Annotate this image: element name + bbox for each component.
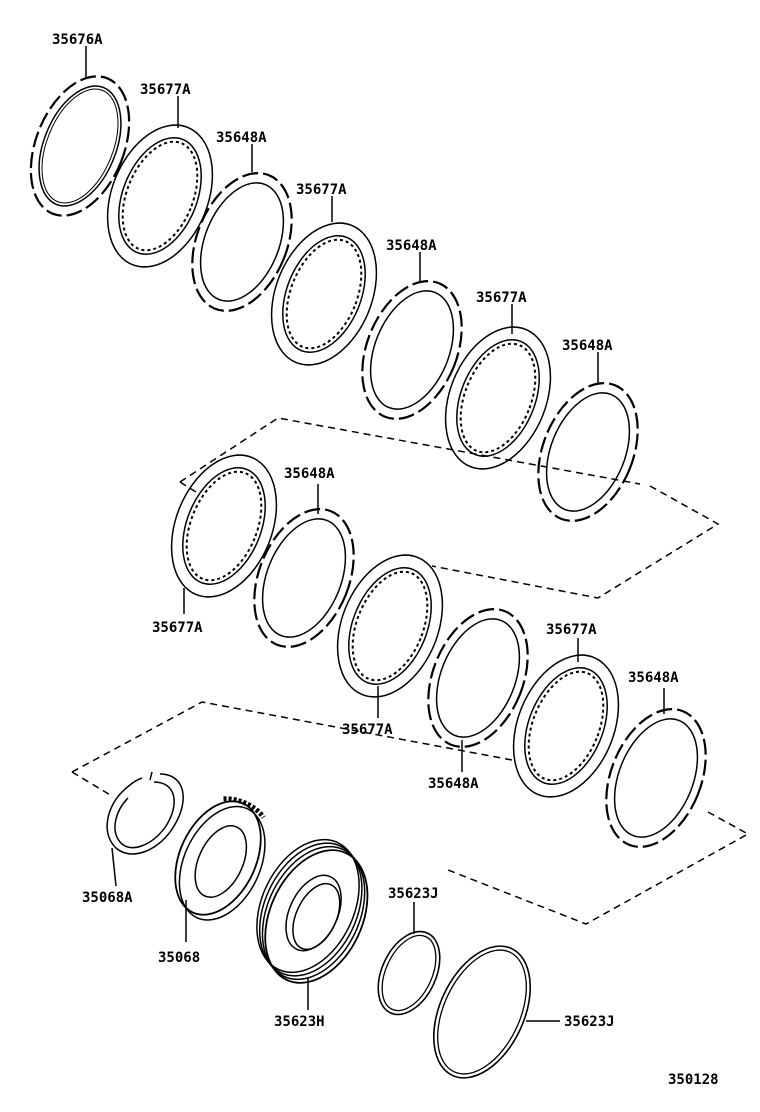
friction-disc-35677A-4: [170, 454, 278, 598]
part-label: 35677A: [476, 290, 527, 306]
part-label: 35648A: [628, 670, 679, 686]
snap-ring-35068A: [106, 771, 184, 855]
group-outline-lower: [71, 701, 750, 925]
clutch-plate-35648A-3: [537, 382, 639, 522]
friction-disc-35677A-3: [444, 326, 552, 470]
clutch-plate-35648A-4: [253, 508, 355, 648]
retainer-35068: [174, 796, 266, 921]
clutch-plate-35676A: [29, 75, 131, 217]
clutch-plate-35648A-1: [191, 172, 293, 312]
part-label: 35648A: [562, 338, 613, 354]
clutch-plate-35648A-5: [427, 608, 529, 748]
piston-35623H: [256, 838, 369, 984]
part-label: 35676A: [52, 32, 103, 48]
part-label: 35648A: [216, 130, 267, 146]
friction-disc-35677A-5: [336, 554, 444, 698]
part-label: 35677A: [342, 722, 393, 738]
part-label: 35623H: [274, 1014, 325, 1030]
part-label: 35068A: [82, 890, 133, 906]
clutch-plate-35648A-2: [361, 280, 463, 420]
clutch-plate-35648A-6: [605, 708, 707, 848]
part-label: 35677A: [152, 620, 203, 636]
part-label: 35677A: [140, 82, 191, 98]
part-label: 35623J: [388, 886, 439, 902]
friction-disc-35677A-1: [106, 124, 214, 268]
part-label: 35677A: [546, 622, 597, 638]
part-label: 35068: [158, 950, 200, 966]
part-label: 35648A: [428, 776, 479, 792]
o-ring-35623J-small: [377, 930, 441, 1016]
part-label: 35623J: [564, 1014, 615, 1030]
part-labels: 35676A 35677A 35648A 35677A 35648A 35677…: [52, 32, 719, 1088]
o-ring-35623J-large: [432, 945, 532, 1079]
leader-lines: [85, 46, 665, 1022]
part-label: 35648A: [284, 466, 335, 482]
group-outline-upper: [179, 417, 720, 599]
diagram-number: 350128: [668, 1072, 719, 1088]
friction-disc-35677A-6: [512, 654, 620, 798]
friction-disc-35677A-2: [270, 222, 378, 366]
part-label: 35648A: [386, 238, 437, 254]
part-label: 35677A: [296, 182, 347, 198]
